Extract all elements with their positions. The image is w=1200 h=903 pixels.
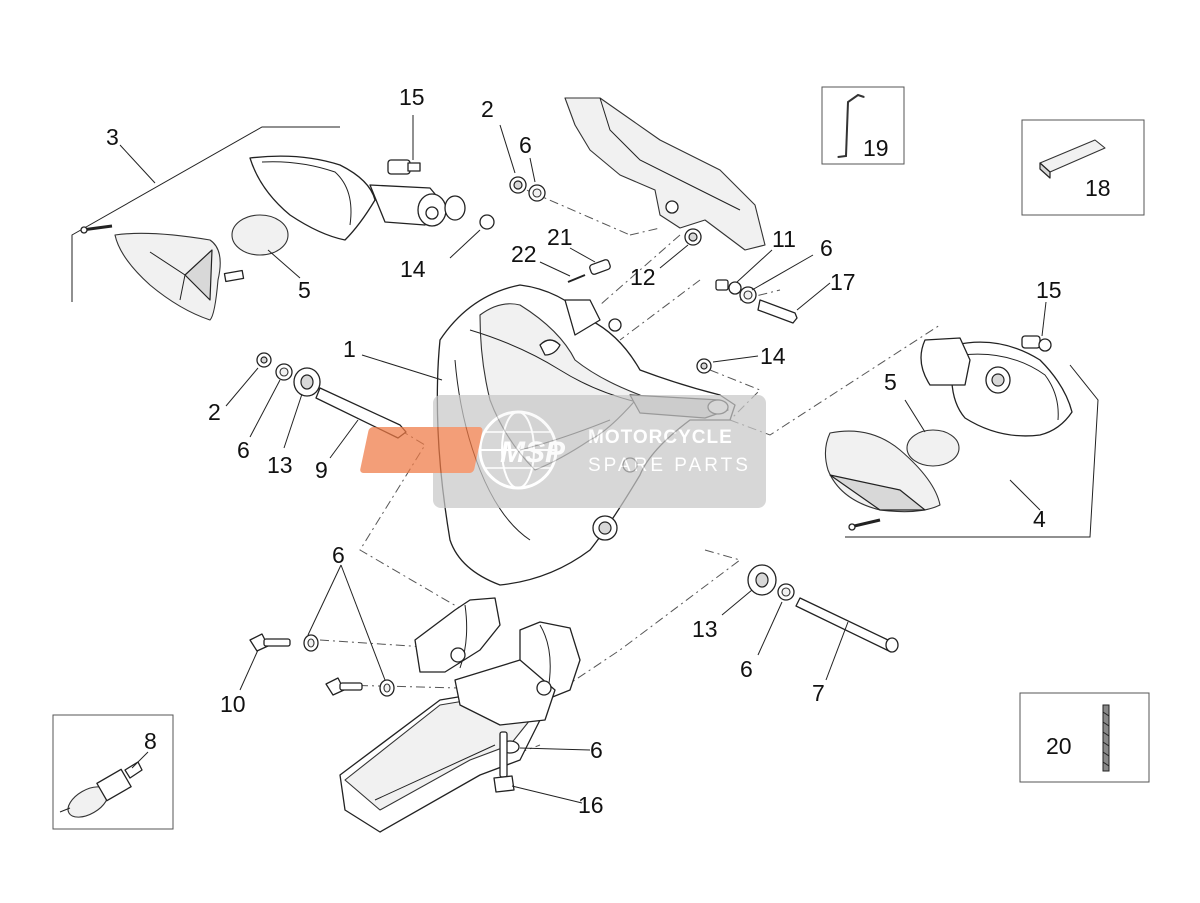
callout-15-right: 15 (1036, 277, 1062, 303)
left-indicator-housing (249, 155, 376, 241)
watermark-line-1: MOTORCYCLE (588, 427, 733, 448)
lower-right-spacer-group (721, 564, 899, 681)
callout-5-right: 5 (884, 369, 897, 395)
callout-8: 8 (144, 728, 157, 754)
callout-14-left: 14 (400, 256, 426, 282)
callout-2-left: 2 (208, 399, 221, 425)
callout-18: 18 (1085, 175, 1111, 201)
left-indicator-assembly (71, 115, 495, 321)
indicator-bulb-right (906, 429, 960, 467)
callout-20: 20 (1046, 733, 1072, 759)
callout-4: 4 (1033, 506, 1046, 532)
watermark-badge (360, 427, 483, 473)
left-indicator-lens (114, 232, 221, 321)
watermark-badge-text: MSP (500, 436, 566, 469)
watermark-line-2: SPARE PARTS (588, 455, 751, 476)
callout-3: 3 (106, 124, 119, 150)
callout-22: 22 (511, 241, 537, 267)
callout-19: 19 (863, 135, 889, 161)
right-indicator-assembly (824, 301, 1099, 538)
callout-5-left: 5 (298, 277, 311, 303)
callout-6-top: 6 (519, 132, 532, 158)
callout-12: 12 (630, 264, 656, 290)
callout-21: 21 (547, 224, 573, 250)
callout-6-right-top: 6 (820, 235, 833, 261)
right-indicator-housing (951, 341, 1073, 437)
box-item-20: 20 (1019, 692, 1150, 783)
callout-6-bracket: 6 (332, 542, 345, 568)
callout-15-left: 15 (399, 84, 425, 110)
small-parts-21-22 (539, 247, 611, 283)
upper-bracket (564, 97, 766, 251)
callout-11: 11 (772, 226, 796, 252)
callout-6-left: 6 (237, 437, 250, 463)
right-top-fasteners (715, 249, 831, 324)
box-item-19: 19 (821, 86, 905, 165)
nut-14-right (696, 355, 759, 374)
callout-13-left: 13 (267, 452, 293, 478)
top-fasteners (499, 124, 546, 202)
headlight-bulb (59, 761, 143, 818)
callout-17: 17 (830, 269, 856, 295)
indicator-bulb-left (231, 214, 289, 256)
callout-9: 9 (315, 457, 328, 483)
callout-2-top: 2 (481, 96, 494, 122)
callout-10: 10 (220, 691, 246, 717)
box-item-8: 8 (52, 714, 174, 830)
callout-6-bottom: 6 (590, 737, 603, 763)
callout-16: 16 (578, 792, 604, 818)
watermark: MSP MOTORCYCLE SPARE PARTS (360, 395, 766, 508)
callout-1: 1 (343, 336, 356, 362)
callout-13-right: 13 (692, 616, 718, 642)
lower-support-bracket (239, 564, 591, 833)
callout-6-lower-right: 6 (740, 656, 753, 682)
callout-7: 7 (812, 680, 825, 706)
box-item-18: 18 (1021, 119, 1145, 216)
callout-14-right: 14 (760, 343, 786, 369)
